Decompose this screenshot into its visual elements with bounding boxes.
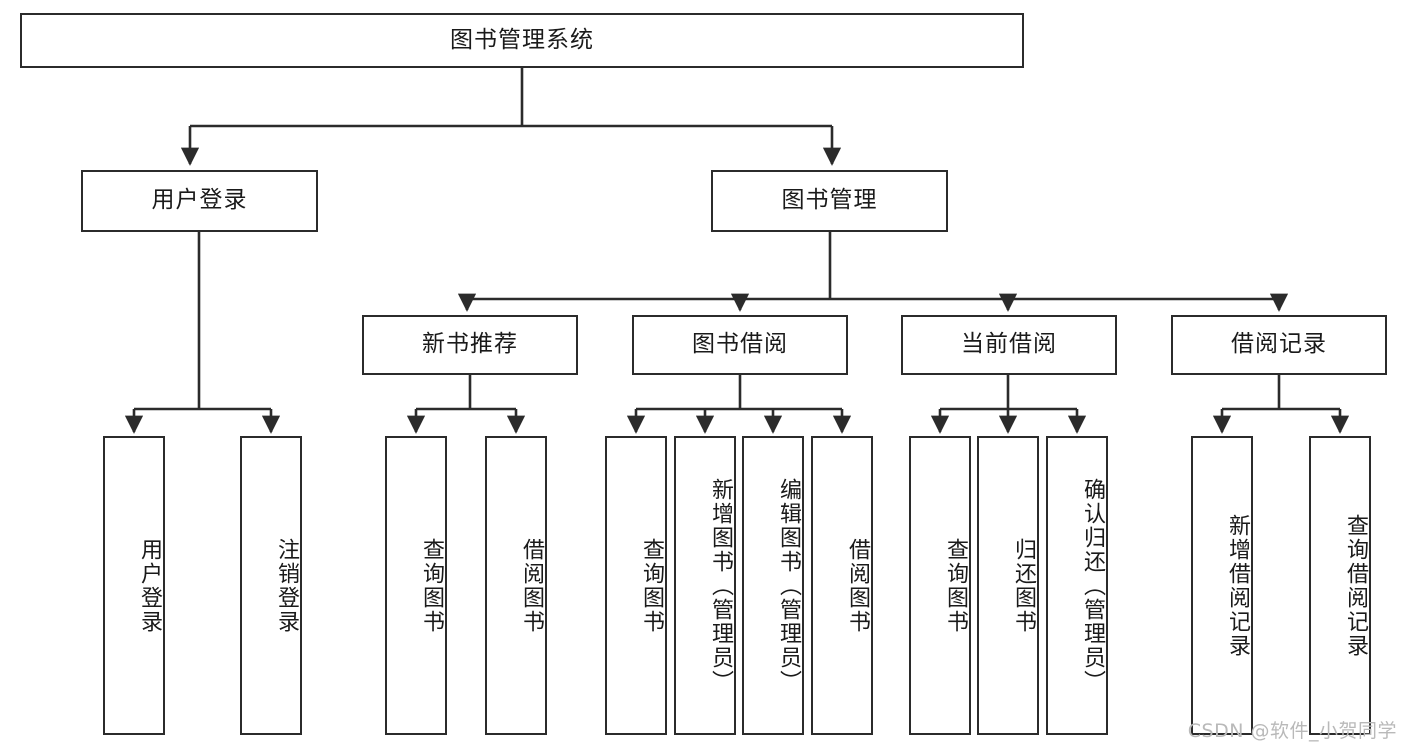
node-label: 新增借阅记录 (1225, 513, 1250, 658)
node-label: 新增图书（管理员） (708, 477, 733, 694)
node-label: 查询图书 (419, 537, 444, 634)
node-current-borrow[interactable]: 当前借阅 (901, 315, 1117, 375)
node-label: 图书管理系统 (450, 26, 594, 53)
leaf-user-login[interactable]: 用户登录 (103, 436, 165, 735)
leaf-confirm-return-admin[interactable]: 确认归还（管理员） (1046, 436, 1108, 735)
node-label: 借阅图书 (519, 537, 544, 634)
leaf-logout-login[interactable]: 注销登录 (240, 436, 302, 735)
node-label: 查询图书 (639, 537, 664, 634)
leaf-query-borrow-record[interactable]: 查询借阅记录 (1309, 436, 1371, 735)
node-label: 图书借阅 (692, 331, 788, 358)
leaf-query-book-current[interactable]: 查询图书 (909, 436, 971, 735)
node-label: 查询图书 (943, 537, 968, 634)
node-label: 借阅图书 (845, 537, 870, 634)
node-new-book-recommend[interactable]: 新书推荐 (362, 315, 578, 375)
leaf-borrow-book-recommend[interactable]: 借阅图书 (485, 436, 547, 735)
node-label: 编辑图书（管理员） (776, 477, 801, 694)
leaf-return-book[interactable]: 归还图书 (977, 436, 1039, 735)
node-label: 用户登录 (151, 187, 248, 214)
node-book-management[interactable]: 图书管理 (711, 170, 948, 232)
node-label: 当前借阅 (961, 331, 1057, 358)
leaf-query-book-borrow[interactable]: 查询图书 (605, 436, 667, 735)
node-user-login[interactable]: 用户登录 (81, 170, 318, 232)
node-label: 注销登录 (274, 537, 299, 634)
node-label: 归还图书 (1011, 537, 1036, 634)
leaf-query-book-recommend[interactable]: 查询图书 (385, 436, 447, 735)
node-book-borrow[interactable]: 图书借阅 (632, 315, 848, 375)
node-label: 确认归还（管理员） (1080, 477, 1105, 694)
leaf-add-borrow-record[interactable]: 新增借阅记录 (1191, 436, 1253, 735)
node-borrow-record[interactable]: 借阅记录 (1171, 315, 1387, 375)
watermark-text: CSDN @软件_小贺同学 (1187, 720, 1397, 742)
node-label: 借阅记录 (1231, 331, 1327, 358)
node-label: 查询借阅记录 (1343, 513, 1368, 658)
node-label: 新书推荐 (422, 331, 518, 358)
leaf-add-book-admin[interactable]: 新增图书（管理员） (674, 436, 736, 735)
leaf-borrow-book[interactable]: 借阅图书 (811, 436, 873, 735)
leaf-edit-book-admin[interactable]: 编辑图书（管理员） (742, 436, 804, 735)
node-label: 用户登录 (137, 537, 162, 634)
node-root-book-management-system[interactable]: 图书管理系统 (20, 13, 1024, 68)
node-label: 图书管理 (781, 187, 878, 214)
